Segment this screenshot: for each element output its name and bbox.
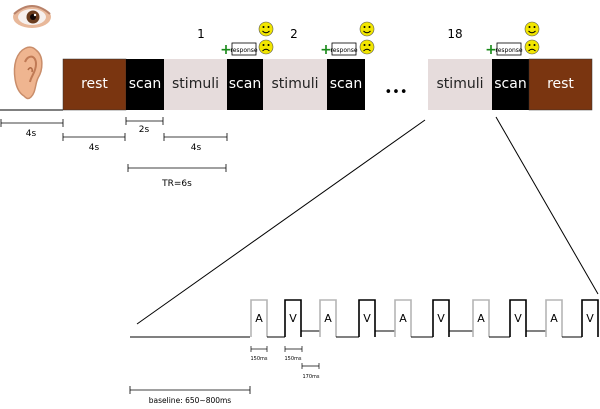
pulse-a	[472, 299, 490, 337]
block-label: stimuli	[272, 76, 319, 92]
interval-label: 170ms	[302, 374, 319, 380]
pulse-brackets	[250, 346, 320, 369]
block-label: scan	[494, 76, 526, 92]
trial-number: 18	[447, 27, 462, 41]
pulse-a	[394, 299, 412, 337]
pulse-letter: V	[363, 312, 371, 325]
response-group-18: + response	[485, 21, 540, 58]
block-scan-18: scan	[492, 59, 529, 110]
timing-label-scan: 2s	[139, 125, 150, 135]
plus-icon: +	[320, 42, 332, 58]
sad-face-icon	[258, 39, 274, 55]
timing-label-rest: 4s	[89, 143, 100, 153]
duration-label-v: 150ms	[284, 356, 301, 362]
pulse-letter: V	[437, 312, 445, 325]
pulse-letter: V	[514, 312, 522, 325]
response-box	[331, 42, 357, 56]
block-label: scan	[330, 76, 362, 92]
block-stimuli-1: stimuli	[164, 59, 227, 110]
pulse-letter: V	[289, 312, 297, 325]
block-label: stimuli	[437, 76, 484, 92]
timing-label-tr: TR=6s	[161, 179, 192, 189]
block-label: rest	[547, 76, 574, 92]
pulse-v	[358, 299, 376, 337]
ear-icon	[13, 46, 43, 100]
pulse-v	[581, 299, 599, 337]
pulse-a	[545, 299, 563, 337]
response-group-1: + response	[220, 21, 274, 58]
baseline-bracket	[129, 386, 251, 394]
trial-number: 1	[197, 27, 205, 41]
happy-face-icon	[258, 21, 274, 37]
pulse-letter: V	[586, 312, 594, 325]
response-label: response	[330, 47, 358, 54]
sad-face-icon	[524, 39, 540, 55]
pulse-letter: A	[255, 312, 263, 325]
timing-brackets	[0, 117, 228, 172]
block-label: scan	[129, 76, 161, 92]
pulse-v	[509, 299, 527, 337]
baseline-label: baseline: 650~800ms	[149, 396, 232, 405]
ellipsis: •••	[384, 85, 407, 100]
pulse-letter: A	[550, 312, 558, 325]
timing-label-initial: 4s	[26, 129, 37, 139]
zoom-line-right	[495, 116, 599, 295]
plus-icon: +	[220, 42, 232, 58]
block-scan-2: scan	[227, 59, 263, 110]
block-scan-1: scan	[126, 59, 164, 110]
block-scan-3: scan	[327, 59, 365, 110]
timing-label-stimuli: 4s	[191, 143, 202, 153]
pulse-a	[250, 299, 268, 337]
pulse-v	[284, 299, 302, 337]
block-label: stimuli	[172, 76, 219, 92]
eye-icon	[13, 5, 51, 28]
block-label: scan	[229, 76, 261, 92]
response-label: response	[495, 47, 523, 54]
zoom-line-left	[136, 119, 426, 325]
sad-face-icon	[359, 39, 375, 55]
happy-face-icon	[359, 21, 375, 37]
block-rest-final: rest	[528, 58, 593, 111]
response-group-2: + response	[320, 21, 375, 58]
pulse-letter: A	[324, 312, 332, 325]
block-stimuli-18: stimuli	[428, 59, 492, 110]
response-label: response	[230, 47, 258, 54]
plus-icon: +	[485, 42, 497, 58]
pulse-letter: A	[399, 312, 407, 325]
block-rest-1: rest	[62, 58, 127, 111]
happy-face-icon	[524, 21, 540, 37]
response-box	[496, 42, 522, 56]
duration-label-a: 150ms	[250, 356, 267, 362]
response-box	[231, 42, 257, 56]
pulse-letter: A	[477, 312, 485, 325]
block-stimuli-2: stimuli	[263, 59, 327, 110]
trial-number: 2	[290, 27, 298, 41]
block-label: rest	[81, 76, 108, 92]
pulse-v	[432, 299, 450, 337]
pulse-a	[319, 299, 337, 337]
